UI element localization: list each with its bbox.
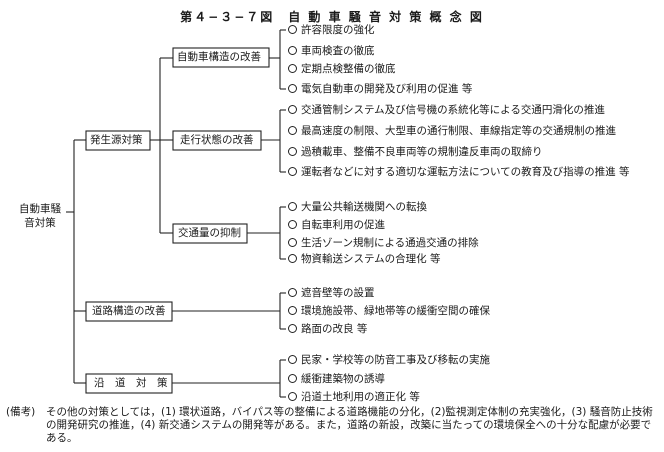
node-vehicle-structure: 自動車構造の改善 — [177, 51, 261, 63]
node-roadside-measures: 沿 道 対 策 — [94, 377, 168, 389]
node-source-measures: 発生源対策 — [90, 134, 143, 146]
bullet-icon — [288, 306, 297, 315]
bullet-icon — [288, 64, 297, 73]
list-item: 物資輸送システムの合理化 等 — [288, 253, 441, 266]
list-item: 車両検査の徹底 — [288, 45, 375, 58]
bullet-icon — [288, 254, 297, 263]
list-item: 最高速度の制限、大型車の通行制限、車線指定等の交通規制の推進 — [288, 125, 616, 138]
figure-title: 第４−３−７図 自 動 車 騒 音 対 策 概 念 図 — [180, 10, 484, 24]
remarks-text: その他の対策としては，(1) 環状道路，バイパス等の整備による道路機能の分化，(… — [46, 406, 653, 444]
list-item: 生活ゾーン規制による通過交通の排除 — [288, 237, 479, 250]
list-item: 交通管制システム及び信号機の系統化等による交通円滑化の推進 — [288, 104, 605, 117]
list-item: 大量公共輸送機関への転換 — [288, 201, 427, 214]
bullet-icon — [288, 126, 297, 135]
bullet-icon — [288, 105, 297, 114]
list-item: 民家・学校等の防音工事及び移転の実施 — [288, 354, 490, 367]
list-item: 定期点検整備の徹底 — [288, 63, 396, 76]
list-item: 遮音壁等の設置 — [288, 287, 375, 300]
list-item: 緩衝建築物の誘導 — [288, 373, 385, 386]
root-node-label: 自動車騒音対策 — [19, 203, 61, 229]
bullet-icon — [288, 238, 297, 247]
list-item: 路面の改良 等 — [288, 323, 367, 336]
remarks-label: (備考) — [6, 406, 36, 418]
bullet-icon — [288, 84, 297, 93]
bullet-icon — [288, 167, 297, 176]
list-item: 自転車利用の促進 — [288, 219, 385, 232]
list-item: 過積載車、整備不良車両等の規制違反車両の取締り — [288, 146, 543, 159]
bullet-icon — [288, 25, 297, 34]
bullet-icon — [288, 220, 297, 229]
list-item: 運転者などに対する適切な運転方法についての教育及び指導の推進 等 — [288, 166, 630, 179]
bullet-icon — [288, 288, 297, 297]
bullet-icon — [288, 46, 297, 55]
list-item: 電気自動車の開発及び利用の促進 等 — [288, 83, 472, 96]
bullet-icon — [288, 324, 297, 333]
node-driving-state: 走行状態の改善 — [180, 134, 254, 146]
bullet-icon — [288, 202, 297, 211]
bullet-icon — [288, 355, 297, 364]
node-traffic-volume: 交通量の抑制 — [178, 227, 241, 239]
bullet-icon — [288, 147, 297, 156]
bullet-icon — [288, 374, 297, 383]
node-road-structure: 道路構造の改善 — [92, 305, 166, 317]
bullet-icon — [288, 392, 297, 401]
list-item: 許容限度の強化 — [288, 24, 375, 37]
list-item: 環境施設帯、緑地帯等の緩衝空間の確保 — [288, 305, 490, 318]
list-item: 沿道土地利用の適正化 等 — [288, 391, 420, 404]
